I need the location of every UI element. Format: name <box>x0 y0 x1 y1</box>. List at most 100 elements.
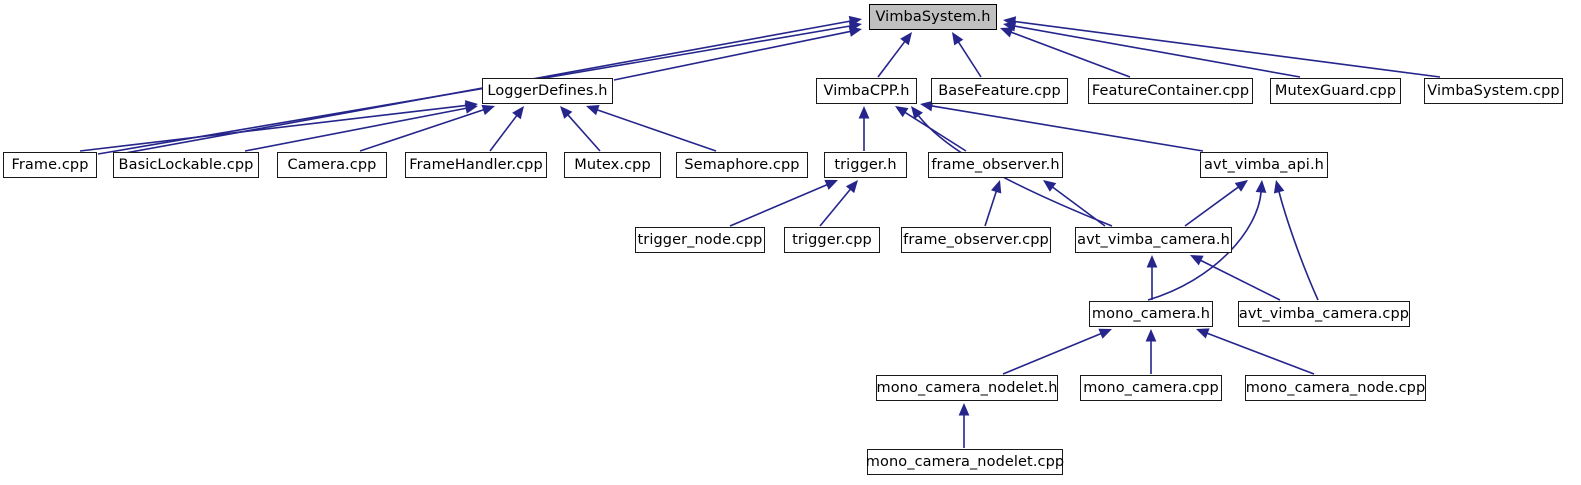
graph-node-label: Camera.cpp <box>287 156 377 173</box>
edge-arrowhead <box>1003 16 1017 27</box>
graph-edge-trigger-h--vimbacpp-h <box>858 106 870 151</box>
graph-edge-avt-vimba-camera-cpp--avt-vimba-camera-h <box>1190 255 1281 301</box>
graph-node-label: BaseFeature.cpp <box>938 82 1061 99</box>
graph-node-frame-observer-h[interactable]: frame_observer.h <box>928 152 1063 178</box>
graph-node-framehandler-cpp[interactable]: FrameHandler.cpp <box>405 152 547 178</box>
edge-arrowhead <box>858 106 870 119</box>
graph-edge-mono-camera-nodelet-h--mono-camera-h <box>1002 328 1112 375</box>
edge-arrowhead <box>1043 180 1057 192</box>
graph-node-mono-camera-nodelet-h[interactable]: mono_camera_nodelet.h <box>876 375 1058 401</box>
graph-node-label: frame_observer.cpp <box>903 231 1049 248</box>
graph-node-label: avt_vimba_camera.cpp <box>1238 305 1410 322</box>
graph-node-label: trigger.cpp <box>792 231 872 248</box>
graph-node-frame-cpp[interactable]: Frame.cpp <box>3 152 97 178</box>
graph-edge-mutex-cpp--loggerdefines-h <box>560 106 601 152</box>
graph-node-label: mono_camera.h <box>1091 305 1211 322</box>
graph-node-label: MutexGuard.cpp <box>1274 82 1397 99</box>
graph-node-vimbacpp-h[interactable]: VimbaCPP.h <box>816 78 917 104</box>
graph-node-trigger-node-cpp[interactable]: trigger_node.cpp <box>635 227 765 253</box>
graph-edge-frame-observer-cpp--frame-observer-h <box>984 180 1002 227</box>
graph-node-label: frame_observer.h <box>931 156 1060 173</box>
graph-node-label: trigger_node.cpp <box>637 231 763 248</box>
graph-node-label: BasicLockable.cpp <box>118 156 254 173</box>
graph-node-mono-camera-h[interactable]: mono_camera.h <box>1089 301 1213 327</box>
graph-node-basefeature-cpp[interactable]: BaseFeature.cpp <box>931 78 1068 104</box>
graph-node-label: VimbaSystem.h <box>875 8 991 25</box>
graph-node-label: LoggerDefines.h <box>487 82 608 99</box>
graph-node-label: avt_vimba_api.h <box>1204 156 1324 173</box>
edge-arrowhead <box>1098 328 1112 339</box>
graph-node-trigger-h[interactable]: trigger.h <box>824 152 907 178</box>
graph-node-frame-observer-cpp[interactable]: frame_observer.cpp <box>901 227 1051 253</box>
edge-arrowhead <box>1196 328 1210 339</box>
graph-node-vimbasystem-cpp[interactable]: VimbaSystem.cpp <box>1424 78 1563 104</box>
graph-edge-mono-camera-node-cpp--mono-camera-h <box>1196 328 1315 375</box>
graph-edge-avt-vimba-camera-h--frame-observer-h <box>1043 180 1106 227</box>
edge-arrowhead <box>845 180 858 194</box>
graph-node-label: mono_camera_nodelet.h <box>876 379 1058 396</box>
graph-edge-framehandler-cpp--loggerdefines-h <box>489 106 524 152</box>
graph-node-semaphore-cpp[interactable]: Semaphore.cpp <box>676 152 808 178</box>
graph-node-label: trigger.h <box>834 156 897 173</box>
graph-edge-avt-vimba-camera-cpp--avt-vimba-api-h <box>1273 180 1319 301</box>
edge-arrowhead <box>958 403 970 416</box>
edge-arrowhead <box>1190 255 1204 266</box>
graph-node-mono-camera-node-cpp[interactable]: mono_camera_node.cpp <box>1245 375 1426 401</box>
graph-node-label: mono_camera.cpp <box>1083 379 1219 396</box>
edge-arrowhead <box>848 15 862 27</box>
graph-edge-vimbasystem-cpp--vimbasystem-h <box>1003 16 1441 78</box>
graph-node-label: FrameHandler.cpp <box>409 156 543 173</box>
edge-arrowhead <box>952 32 964 46</box>
graph-edge-trigger-node-cpp--trigger-h <box>729 179 838 227</box>
graph-node-label: Frame.cpp <box>11 156 89 173</box>
edge-arrowhead <box>512 106 524 120</box>
edge-arrowhead <box>990 180 1002 194</box>
graph-node-label: FeatureContainer.cpp <box>1091 82 1250 99</box>
graph-edge-semaphore-cpp--loggerdefines-h <box>586 104 717 152</box>
graph-edge-camera-cpp--loggerdefines-h <box>359 104 495 152</box>
graph-node-avt-vimba-camera-h[interactable]: avt_vimba_camera.h <box>1075 227 1232 253</box>
graph-node-featurecontainer-cpp[interactable]: FeatureContainer.cpp <box>1088 78 1253 104</box>
graph-node-label: Mutex.cpp <box>574 156 651 173</box>
graph-node-mono-camera-cpp[interactable]: mono_camera.cpp <box>1080 375 1222 401</box>
graph-node-mutex-cpp[interactable]: Mutex.cpp <box>564 152 661 178</box>
graph-edge-mono-camera-h--avt-vimba-camera-h <box>1146 255 1158 300</box>
edge-arrowhead <box>900 32 912 46</box>
graph-node-label: mono_camera_node.cpp <box>1245 379 1426 396</box>
graph-edge-avt-vimba-camera-h--avt-vimba-api-h <box>1184 180 1248 227</box>
edge-arrowhead <box>920 100 934 112</box>
edge-arrowhead <box>895 106 909 118</box>
graph-edge-mono-camera-nodelet-cpp--mono-camera-nodelet-h <box>958 403 970 448</box>
graph-node-label: avt_vimba_camera.h <box>1077 231 1230 248</box>
graph-edge-vimbacpp-h--vimbasystem-h <box>877 32 912 78</box>
edge-arrowhead <box>464 103 478 114</box>
edge-arrowhead <box>1145 329 1157 342</box>
graph-edge-featurecontainer-cpp--vimbasystem-h <box>1000 27 1131 78</box>
graph-node-avt-vimba-api-h[interactable]: avt_vimba_api.h <box>1200 152 1328 178</box>
graph-edge-basefeature-cpp--vimbasystem-h <box>952 32 982 78</box>
graph-node-label: mono_camera_nodelet.cpp <box>865 453 1065 470</box>
graph-node-mutexguard-cpp[interactable]: MutexGuard.cpp <box>1270 78 1401 104</box>
graph-node-vimbasystem-h[interactable]: VimbaSystem.h <box>869 4 997 30</box>
graph-edge-loggerdefines-h--vimbasystem-h <box>613 26 862 81</box>
graph-node-label: VimbaCPP.h <box>823 82 910 99</box>
graph-node-mono-camera-nodelet-cpp[interactable]: mono_camera_nodelet.cpp <box>865 449 1065 475</box>
edge-arrowhead <box>560 106 573 119</box>
edge-arrowhead <box>911 106 923 120</box>
graph-node-trigger-cpp[interactable]: trigger.cpp <box>784 227 880 253</box>
graph-node-camera-cpp[interactable]: Camera.cpp <box>277 152 387 178</box>
edge-arrowhead <box>824 179 838 190</box>
edge-arrowhead <box>1273 180 1285 194</box>
graph-edge-basiclockable-cpp--loggerdefines-h <box>244 103 478 152</box>
edge-arrowhead <box>481 104 495 116</box>
edge-arrowhead <box>1000 27 1014 38</box>
graph-node-basiclockable-cpp[interactable]: BasicLockable.cpp <box>113 152 259 178</box>
graph-edge-mono-camera-cpp--mono-camera-h <box>1145 329 1157 374</box>
graph-node-loggerdefines-h[interactable]: LoggerDefines.h <box>482 78 613 104</box>
edge-arrowhead <box>1255 180 1267 193</box>
graph-node-label: Semaphore.cpp <box>684 156 800 173</box>
graph-edge-frame-observer-h--vimbacpp-h <box>895 106 967 152</box>
graph-node-avt-vimba-camera-cpp[interactable]: avt_vimba_camera.cpp <box>1238 301 1410 327</box>
edge-arrowhead <box>1146 255 1158 268</box>
